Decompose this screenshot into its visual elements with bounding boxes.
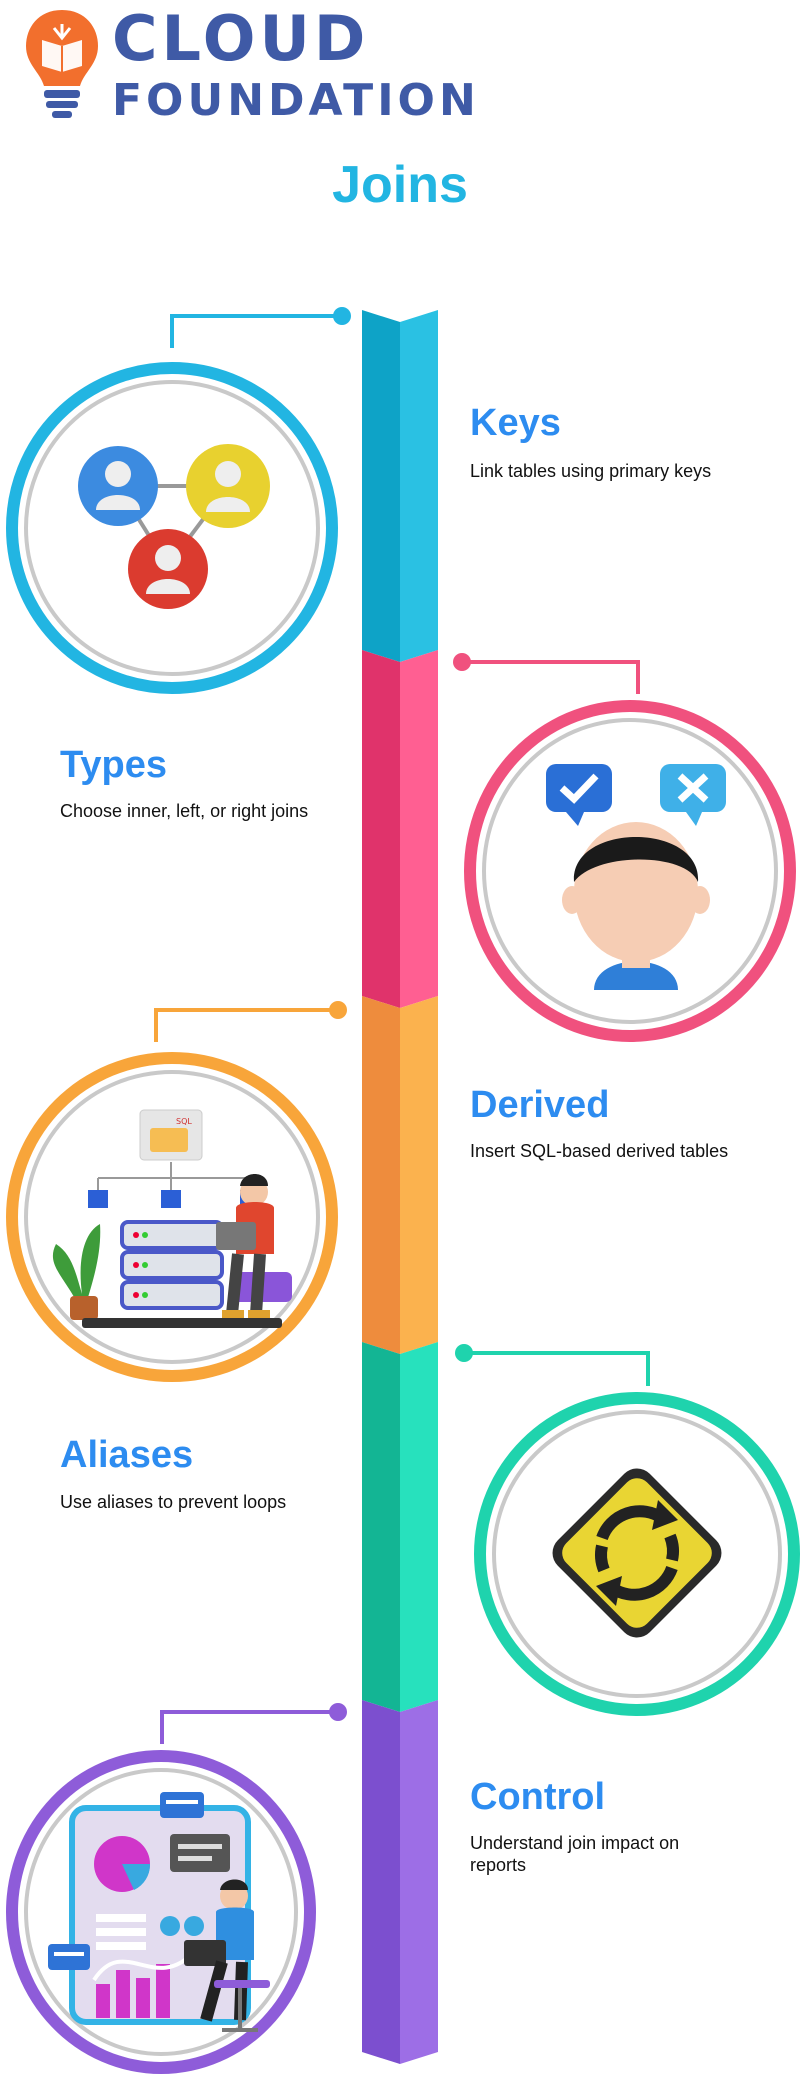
section-desc-keys: Link tables using primary keys xyxy=(470,461,712,481)
brand-name-line1: CLOUD xyxy=(112,2,370,75)
brand-logo xyxy=(22,6,112,122)
aliases-illustration xyxy=(474,1392,800,1716)
lightbulb-book-icon xyxy=(26,10,98,118)
timeline-segment-keys xyxy=(362,310,400,662)
timeline-segment-aliases xyxy=(362,1342,400,1712)
keys-illustration xyxy=(6,362,338,694)
section-title-aliases: Aliases xyxy=(60,1434,194,1476)
section-title-derived: Derived xyxy=(470,1084,610,1126)
connector-aliases xyxy=(464,1351,650,1386)
control-illustration xyxy=(6,1750,316,2074)
derived-illustration: SQL xyxy=(6,1052,338,1382)
connected-users-icon xyxy=(78,444,270,609)
section-title-keys: Keys xyxy=(470,402,561,444)
timeline-segment-derived xyxy=(362,996,400,1354)
connector-control xyxy=(160,1710,336,1744)
connector-types xyxy=(462,660,640,694)
connector-keys xyxy=(170,314,340,348)
brand-name-line2: FOUNDATION xyxy=(112,75,480,126)
page-title: Joins xyxy=(332,156,468,214)
section-title-control: Control xyxy=(470,1776,606,1818)
types-illustration xyxy=(464,700,796,1042)
connector-derived xyxy=(154,1008,336,1042)
sql-database-icon: SQL xyxy=(52,1109,292,1328)
person-choice-icon xyxy=(546,764,726,990)
section-desc-derived: Insert SQL-based derived tables xyxy=(470,1141,729,1161)
svg-text:SQL: SQL xyxy=(176,1117,192,1126)
section-title-types: Types xyxy=(60,744,168,786)
section-desc-control: Understand join impact on reports xyxy=(470,1833,680,1875)
timeline-segment-types xyxy=(362,650,400,1008)
section-desc-aliases: Use aliases to prevent loops xyxy=(60,1492,287,1512)
timeline-segment-control xyxy=(362,1700,400,2064)
roundabout-sign-icon xyxy=(552,1468,722,1638)
section-desc-types: Choose inner, left, or right joins xyxy=(60,801,309,821)
analytics-dashboard-icon xyxy=(48,1792,270,2032)
